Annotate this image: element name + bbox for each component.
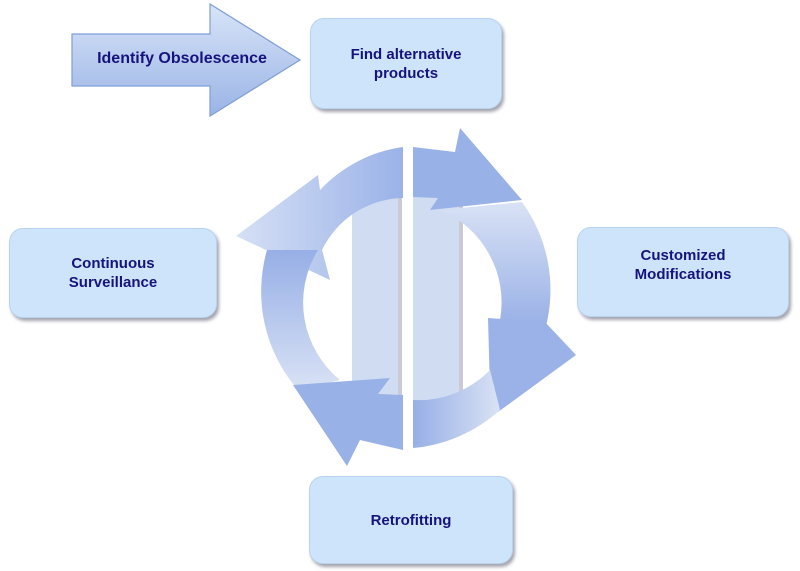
step-label-line1: Continuous xyxy=(71,255,155,272)
step-label-line1: Customized xyxy=(640,247,726,264)
step-label-line1: Retrofitting xyxy=(370,511,452,529)
cycle-arrow-left xyxy=(261,250,340,390)
step-retrofitting: Retrofitting xyxy=(309,476,513,564)
step-label-line2: products xyxy=(373,64,439,82)
identify-obsolescence-label: Identify Obsolescence xyxy=(97,50,267,67)
step-continuous-surveillance: Continuous Surveillance xyxy=(9,228,217,318)
cycle-arrow-right xyxy=(440,202,551,330)
step-label-line2: Surveillance xyxy=(68,274,158,291)
cycle-arrow-top-left xyxy=(236,147,403,280)
step-label-line2: Modifications xyxy=(634,266,732,283)
step-find-alternative-products: Find alternative products xyxy=(310,18,502,109)
inner-panel-right xyxy=(413,196,461,418)
cycle-arrow-bottom-right xyxy=(488,318,576,412)
step-label-line1: Find alternative xyxy=(350,45,462,63)
cycle-arrow-bottom xyxy=(413,370,500,448)
cycle-arrow-top-right xyxy=(413,128,522,210)
step-customized-modifications: Customized Modifications xyxy=(577,227,789,317)
cycle-arrow-bottom-left xyxy=(293,378,403,466)
